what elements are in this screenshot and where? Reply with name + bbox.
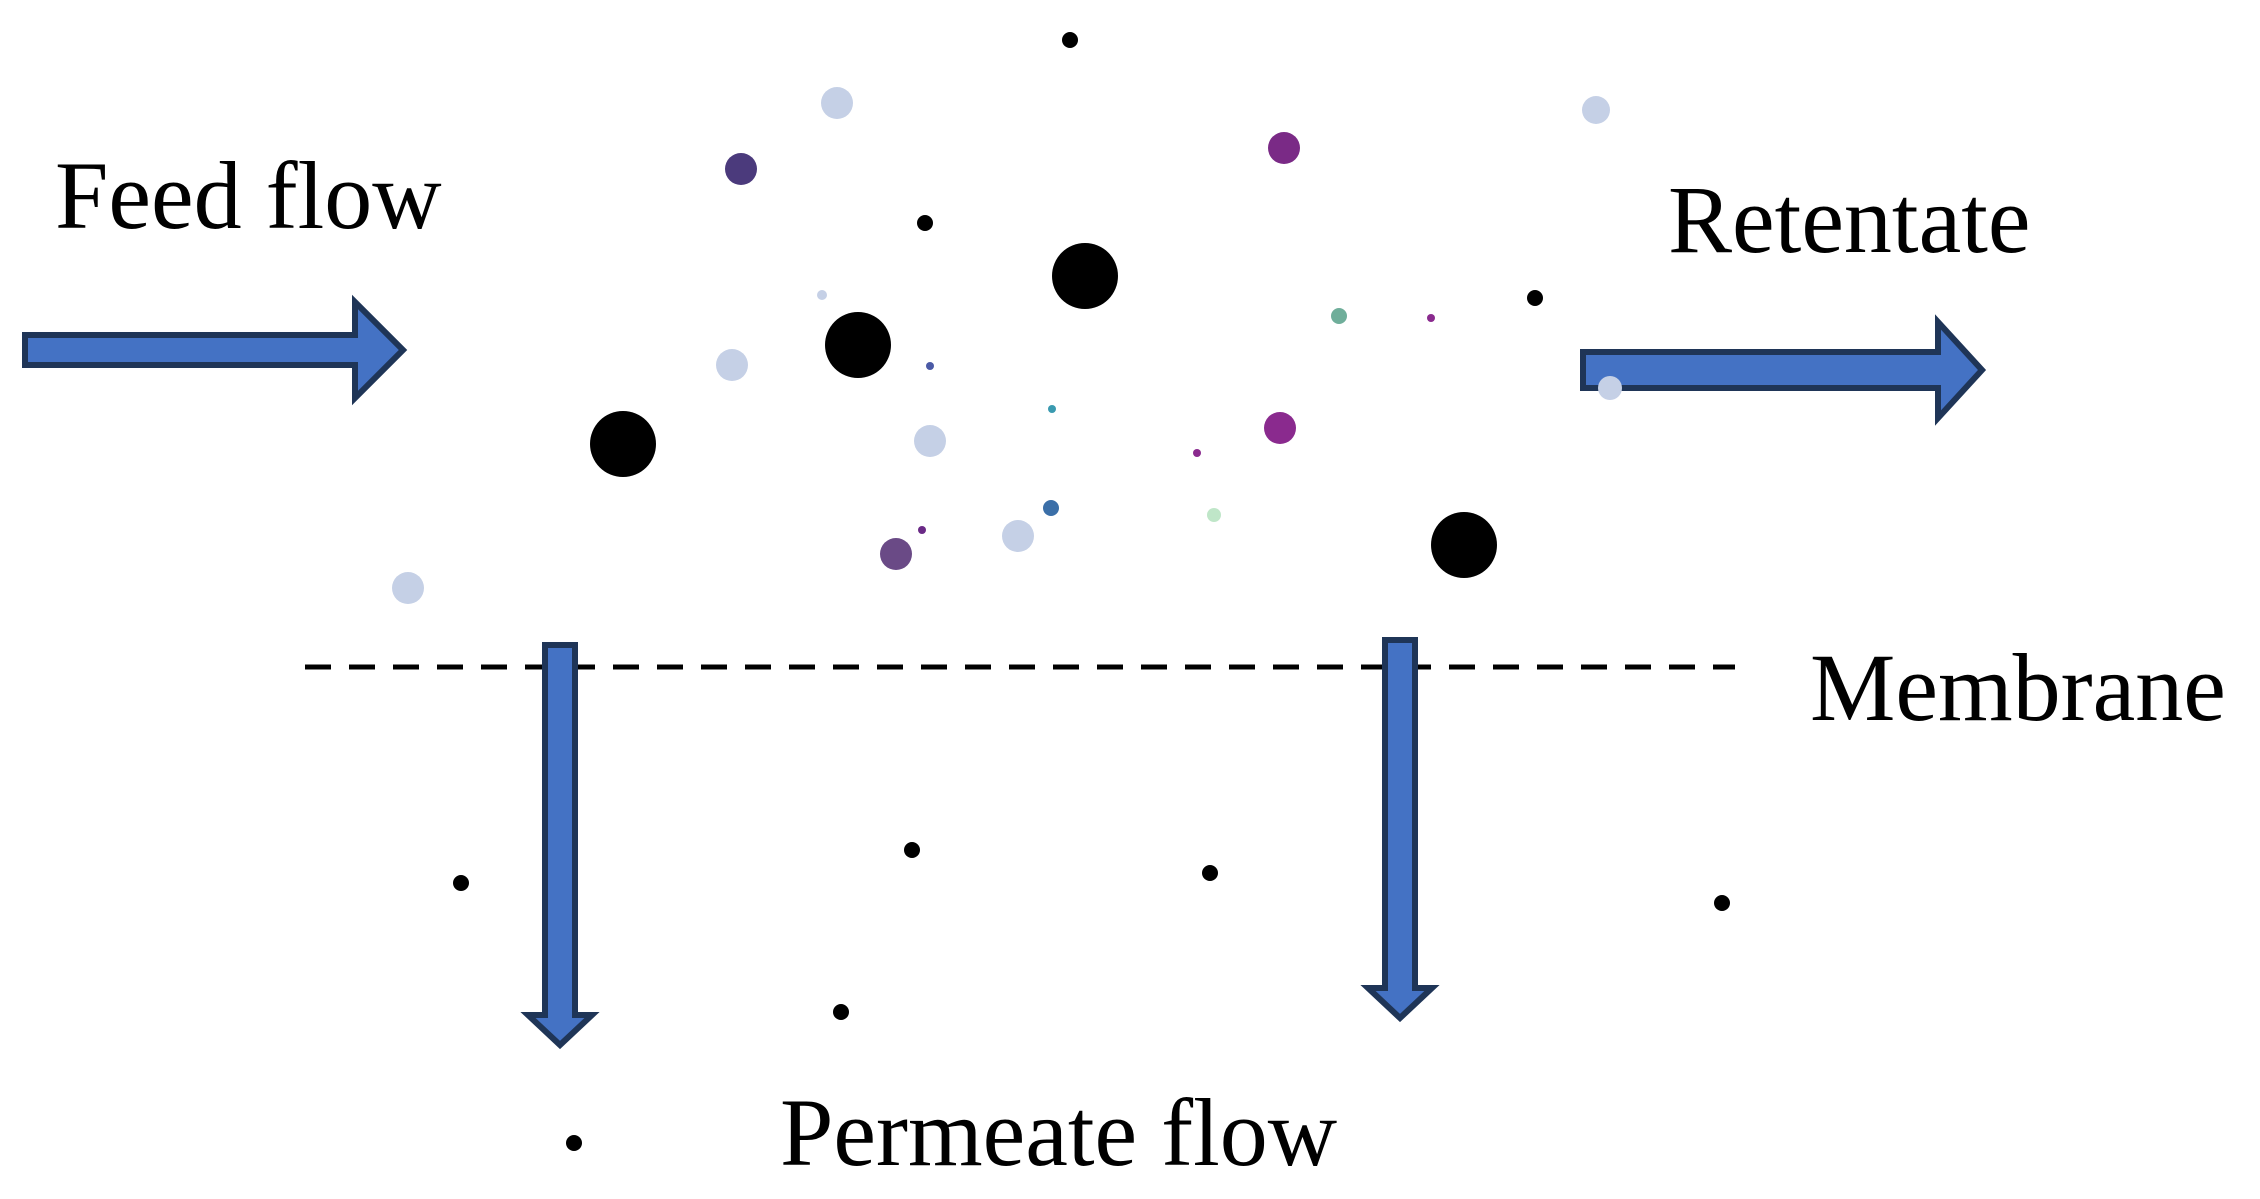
particle-light	[716, 349, 748, 381]
retentate-arrow-icon	[1580, 314, 1987, 426]
particle-permeate	[1714, 895, 1730, 911]
particle-small	[1527, 290, 1543, 306]
particle-small	[917, 215, 933, 231]
particle-permeate	[453, 875, 469, 891]
particle-purple	[725, 153, 757, 185]
particle-purple	[1264, 412, 1296, 444]
particle-large	[1052, 243, 1118, 309]
particle-purple	[926, 362, 934, 370]
particle-teal	[1331, 308, 1347, 324]
particle-light	[1582, 96, 1610, 124]
particle-permeate	[833, 1004, 849, 1020]
particle-light	[1598, 376, 1622, 400]
particle-teal	[1048, 405, 1056, 413]
particle-light	[1002, 520, 1034, 552]
particle-large	[825, 312, 891, 378]
particle-purple	[880, 538, 912, 570]
particle-blue	[1043, 500, 1059, 516]
particle-light	[821, 87, 853, 119]
particle-purple	[1427, 314, 1435, 322]
particle-teal	[1207, 508, 1221, 522]
particle-large	[1431, 512, 1497, 578]
particle-light	[914, 425, 946, 457]
particle-purple	[1268, 132, 1300, 164]
particle-light	[817, 290, 827, 300]
particle-permeate	[1202, 865, 1218, 881]
particle-purple	[918, 526, 926, 534]
particle-large	[590, 411, 656, 477]
retentate-label: Retentate	[1668, 166, 2031, 273]
permeate-arrow-left-icon	[520, 642, 600, 1050]
particle-light	[392, 572, 424, 604]
feed-flow-arrow-icon	[22, 294, 408, 406]
particle-permeate	[566, 1135, 582, 1151]
particle-permeate	[904, 842, 920, 858]
particle-purple	[1193, 449, 1201, 457]
feed-flow-label: Feed flow	[55, 142, 442, 249]
permeate-arrow-right-icon	[1360, 637, 1440, 1023]
permeate-flow-label: Permeate flow	[780, 1079, 1338, 1186]
particle-small	[1062, 32, 1078, 48]
membrane-label: Membrane	[1810, 634, 2226, 741]
